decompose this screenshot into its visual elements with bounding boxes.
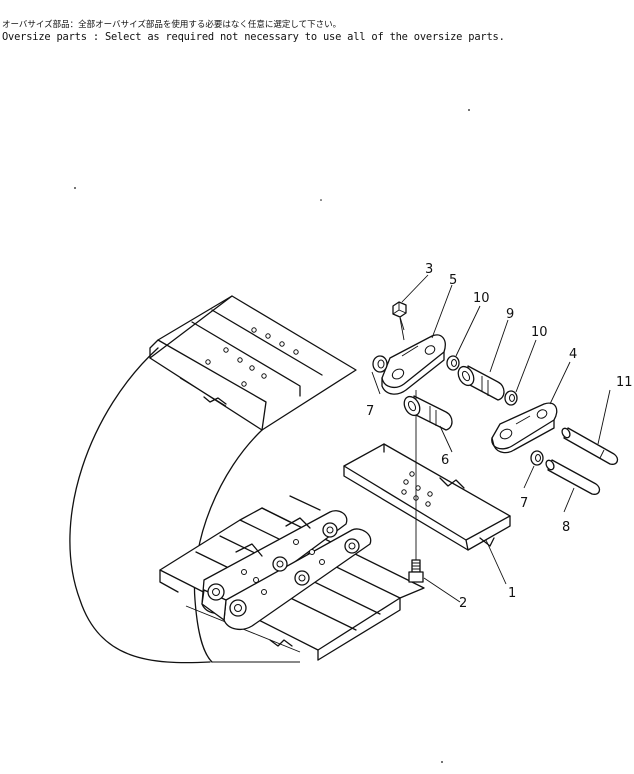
part-track-link-4 — [491, 402, 558, 454]
part-shoe-bolt-2 — [408, 400, 424, 583]
callout-4: 4 — [569, 347, 577, 362]
part-seal-7-upper — [372, 355, 388, 373]
callout-8: 8 — [562, 520, 570, 535]
callout-5: 5 — [449, 273, 457, 288]
part-track-shoe-1 — [343, 443, 511, 551]
callout-2: 2 — [459, 596, 467, 611]
part-nut-3 — [392, 301, 407, 331]
oversize-note-japanese: オーバサイズ部品：全部オーバサイズ部品を使用する必要はなく任意に選定して下さい。 — [2, 20, 342, 30]
callout-1: 1 — [508, 586, 516, 601]
oversize-note-english: Oversize parts : Select as required not … — [2, 31, 505, 43]
part-spacer-10-lower — [504, 390, 518, 406]
leader-lines — [371, 274, 611, 603]
link-chain — [201, 510, 372, 631]
upper-track-shoe — [149, 295, 357, 431]
callout-7-upper: 7 — [366, 404, 374, 419]
part-bushing-9 — [457, 365, 505, 401]
callout-9: 9 — [506, 307, 514, 322]
callout-labels: 3 5 10 9 10 4 11 7 6 7 8 1 2 — [366, 262, 633, 611]
callout-10-upper: 10 — [473, 291, 490, 306]
part-master-pin-11 — [561, 427, 619, 465]
callout-6: 6 — [441, 453, 449, 468]
callout-7-lower: 7 — [520, 496, 528, 511]
part-track-link-5 — [381, 334, 446, 395]
alignment-lines — [399, 317, 417, 400]
part-pin-8 — [545, 459, 601, 495]
callout-10-lower: 10 — [531, 325, 548, 340]
part-bushing-6 — [403, 395, 453, 431]
part-spacer-10-upper — [446, 355, 460, 371]
part-seal-7-lower — [530, 450, 544, 466]
callout-11: 11 — [616, 375, 633, 390]
callout-3: 3 — [425, 262, 433, 277]
